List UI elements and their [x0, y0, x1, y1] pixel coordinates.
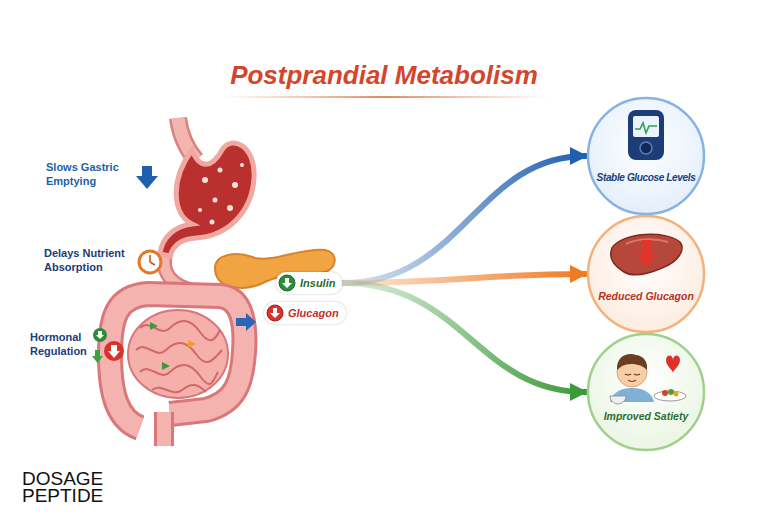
- circle-outline: [586, 214, 706, 334]
- intestines: [110, 294, 244, 446]
- diagram-title: Postprandial Metabolism: [0, 60, 768, 91]
- food: [662, 390, 668, 396]
- hormone-icons: [92, 328, 124, 363]
- food-particle: [213, 198, 218, 203]
- clock-hands: [150, 255, 155, 265]
- stomach: [160, 143, 254, 256]
- outcome-circle: Stable Glucose Levels: [586, 96, 706, 216]
- circle-outline: [586, 96, 706, 216]
- heart: [666, 356, 680, 374]
- nutrient-arrow: [162, 362, 170, 370]
- effect-label: Hormonal Regulation: [30, 330, 94, 358]
- loop: [140, 365, 218, 384]
- food: [668, 389, 674, 395]
- satiety-icon: [610, 354, 686, 404]
- food-particle: [218, 168, 223, 173]
- rectum: [157, 412, 171, 446]
- liver: [611, 234, 682, 275]
- pointer-arrow: [236, 313, 256, 331]
- circle-shape: [588, 98, 704, 214]
- title-underline: [220, 96, 550, 98]
- effect-label: Delays Nutrient Absorption: [44, 246, 136, 274]
- smile: [628, 380, 636, 382]
- green-hormone-dot: [93, 328, 107, 342]
- down-arrow-icon: [136, 166, 158, 189]
- arrow-mark: [96, 331, 104, 339]
- stomach-contents: [198, 163, 244, 225]
- intestine-loops: [136, 321, 222, 392]
- loop: [152, 385, 206, 392]
- loop: [140, 321, 220, 340]
- food-particle: [202, 177, 208, 183]
- rectum-outline: [154, 412, 174, 446]
- glucose-meter-icon: [628, 110, 664, 160]
- bowl: [610, 396, 626, 404]
- hormone-dot: [266, 304, 284, 322]
- meter-button: [640, 142, 652, 154]
- small-intestine: [128, 310, 228, 398]
- red-hormone-dot: [104, 341, 124, 361]
- food-particle: [232, 182, 238, 188]
- food-particle: [198, 208, 202, 212]
- hair: [617, 354, 647, 370]
- flow-arrow: [342, 274, 586, 283]
- food: [674, 392, 679, 397]
- outcome-label: Improved Satiety: [604, 410, 689, 422]
- circle-outline: [586, 332, 706, 452]
- food-particle: [240, 163, 244, 167]
- clock-face: [139, 251, 161, 273]
- colon-outline: [110, 294, 244, 428]
- nutrient-arrow: [150, 322, 158, 330]
- flow-arrow: [342, 156, 586, 283]
- outcome-label: Stable Glucose Levels: [597, 172, 696, 184]
- circle-shape: [588, 334, 704, 450]
- circle-shape: [588, 216, 704, 332]
- hormone-dot: [278, 274, 296, 292]
- food-particle: [227, 205, 233, 211]
- meter-trace: [635, 123, 657, 133]
- flow-arrow: [342, 283, 586, 392]
- hormone-label: Insulin: [300, 276, 335, 290]
- outcome-circle: Improved Satiety: [586, 332, 706, 452]
- down-arrow-head: [635, 253, 657, 268]
- closed-eyes: [625, 374, 640, 375]
- hormone-tag: Insulin: [276, 272, 342, 294]
- green-down-arrow: [92, 350, 103, 363]
- meter-body: [628, 110, 664, 160]
- meter-screen: [633, 116, 659, 137]
- outcome-circle: Reduced Glucagon: [586, 214, 706, 334]
- watermark: DOSAGE PEPTIDE: [22, 470, 122, 504]
- effect-label: Slows Gastric Emptying: [46, 160, 128, 188]
- down-arrow-stem: [641, 240, 651, 254]
- nutrient-arrow: [188, 340, 196, 348]
- liver-icon: [611, 234, 682, 275]
- loop: [136, 343, 222, 362]
- food-particle: [210, 220, 215, 225]
- arrow-mark: [108, 345, 120, 358]
- colon: [110, 294, 244, 428]
- clock-icon: [139, 251, 161, 273]
- hormone-label: Glucagon: [288, 306, 339, 320]
- hormone-tag: Glucagon: [264, 302, 346, 324]
- outcome-label: Reduced Glucagon: [598, 290, 694, 302]
